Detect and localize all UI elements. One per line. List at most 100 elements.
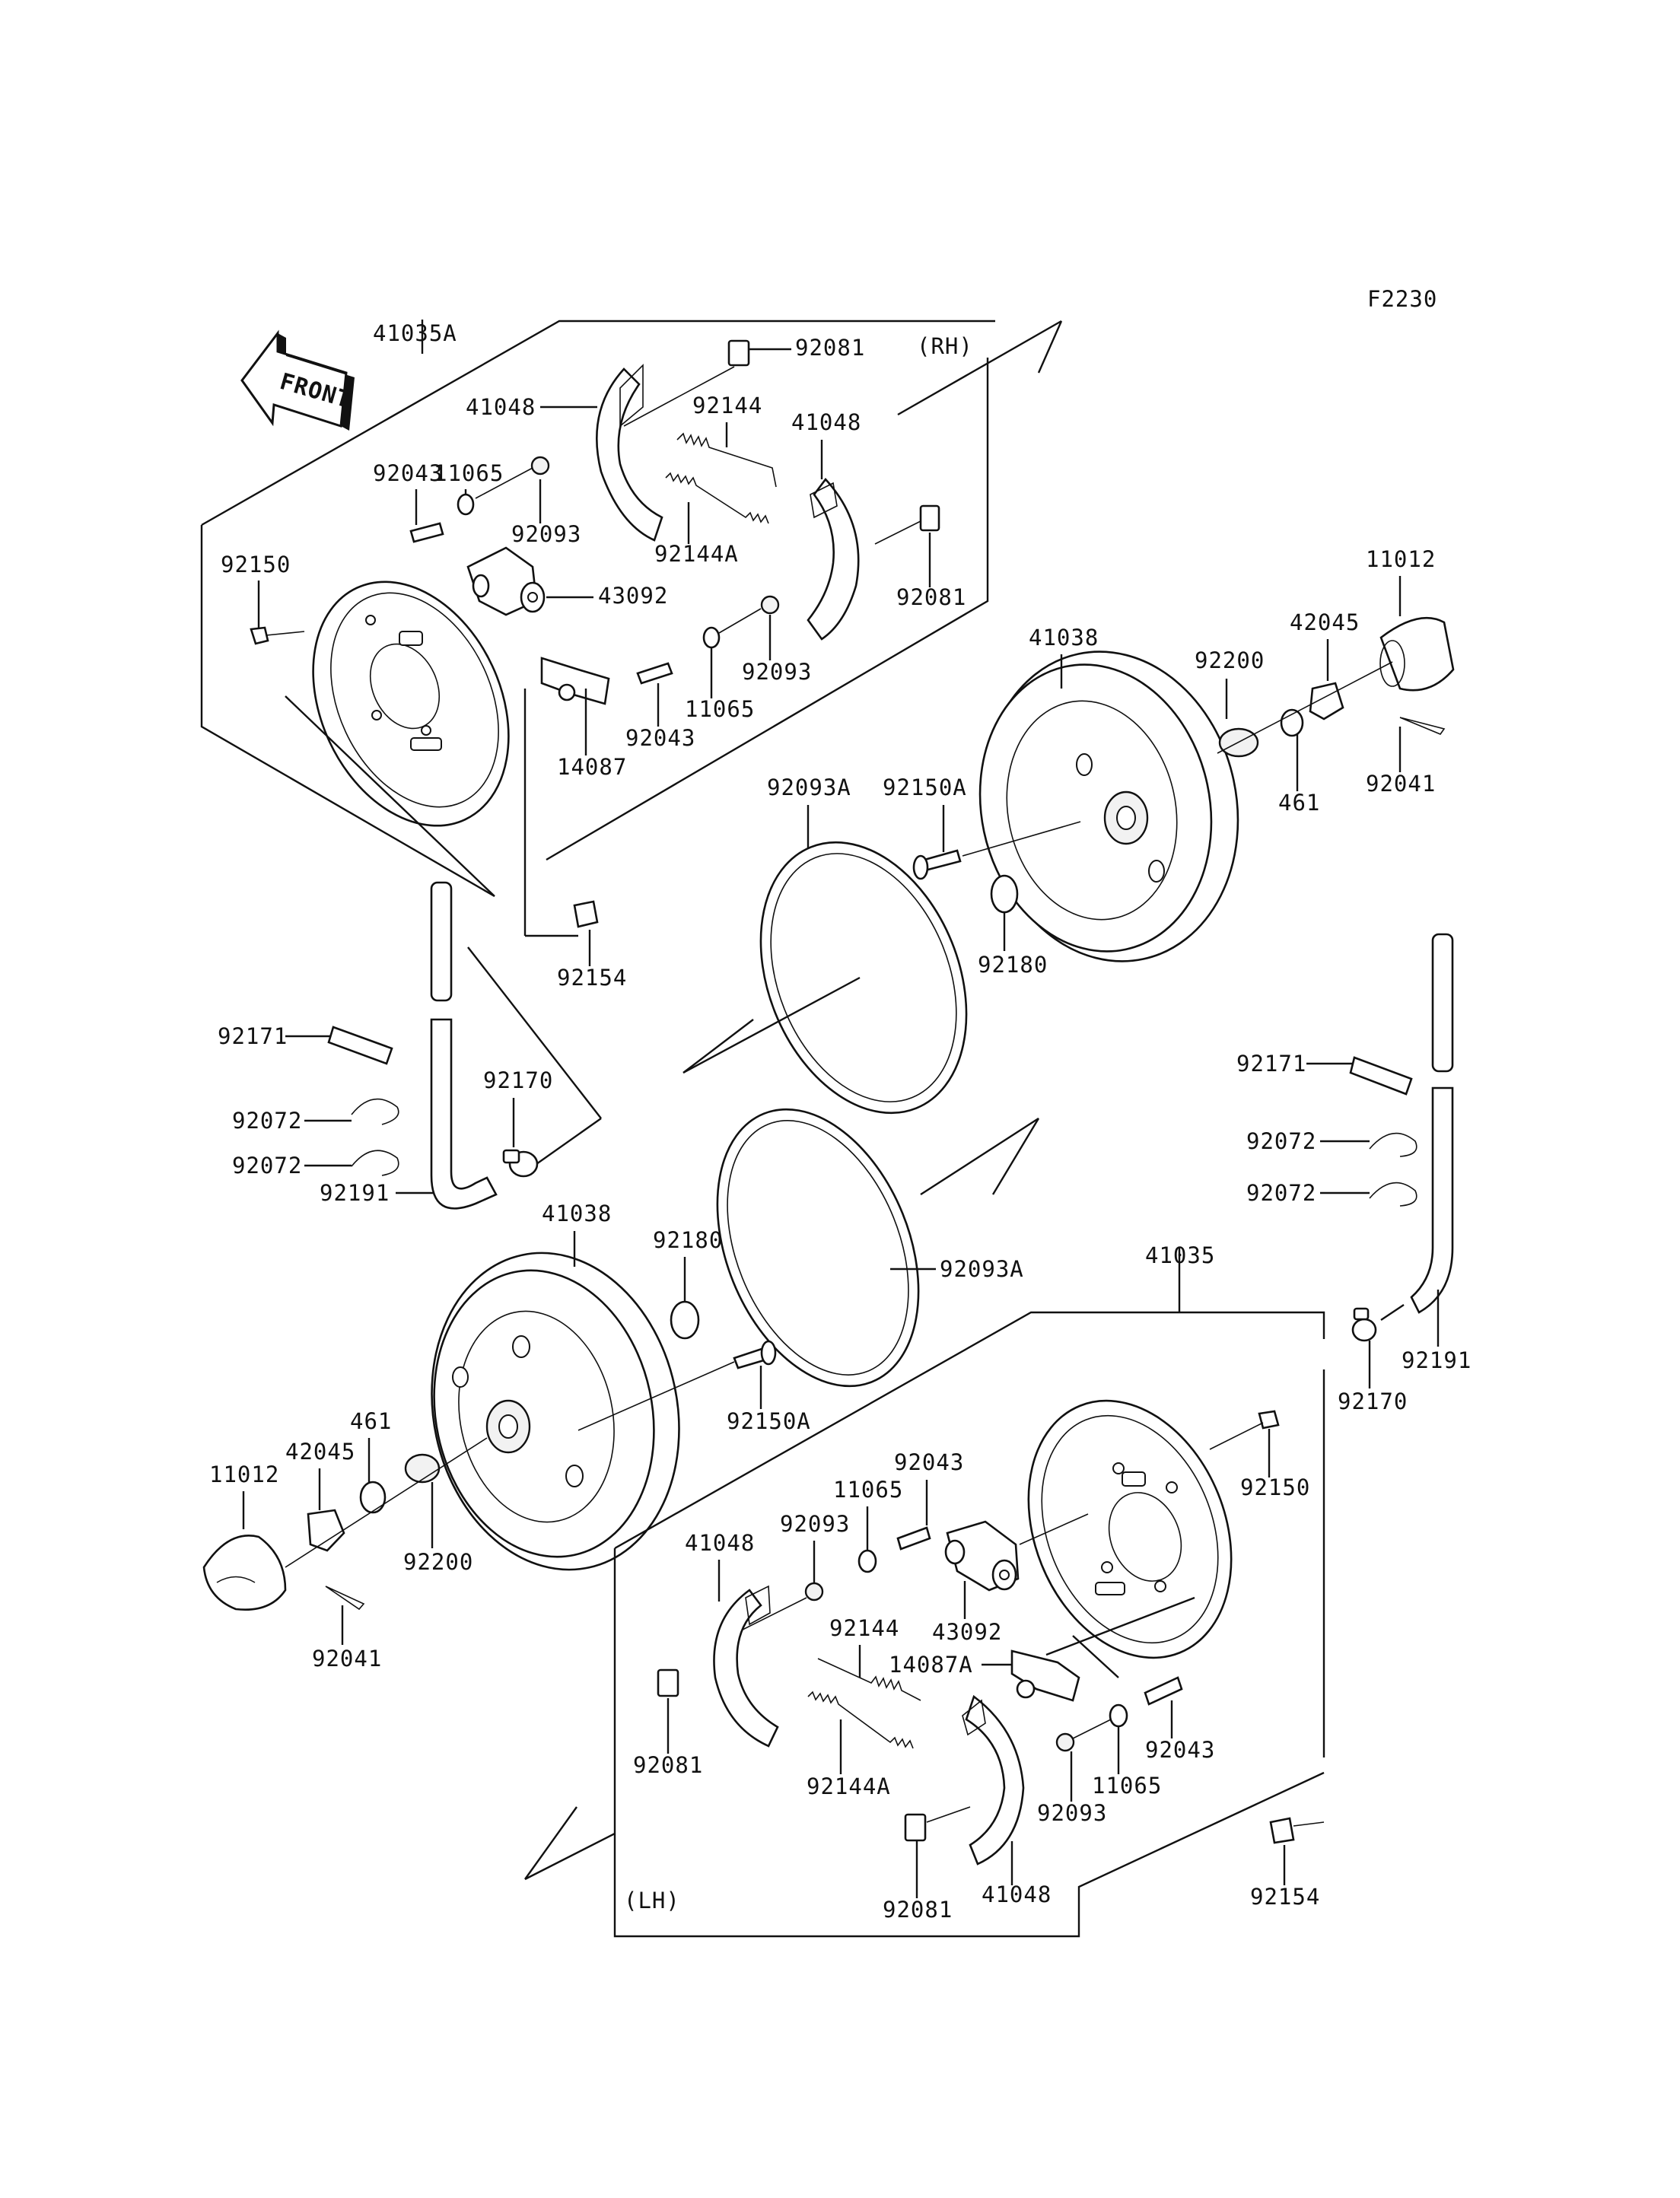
pin-92043-rh-b <box>636 662 673 685</box>
spring-92144-lh <box>817 1658 921 1701</box>
rh-assembly-frame <box>200 320 1063 898</box>
label-92043-lh-b: 92043 <box>1145 1737 1215 1763</box>
bolt-92150-lh <box>1258 1410 1280 1430</box>
label-11065-lh-a: 11065 <box>833 1477 903 1503</box>
label-92154-lh: 92154 <box>1250 1884 1320 1910</box>
label-11012-lh: 11012 <box>209 1462 279 1487</box>
label-11065-rh-b: 11065 <box>685 696 755 722</box>
label-92093-rh-a: 92093 <box>511 521 581 547</box>
wheel-cylinder-43092-lh <box>944 1520 1020 1592</box>
figure-code: F2230 <box>1367 286 1437 312</box>
rh-brake-shoe-left <box>596 364 663 542</box>
oring-92180-lh <box>670 1300 700 1340</box>
bolt-92150-rh <box>250 626 269 645</box>
spring-92144A-rh <box>665 472 769 524</box>
pin-92043-rh-a <box>409 522 444 543</box>
hose-92191-right-upper <box>1431 933 1454 1073</box>
clip-92072-right-a <box>1369 1132 1418 1157</box>
label-43092-rh: 43092 <box>598 583 668 609</box>
rh-brake-shoe-right <box>807 477 860 641</box>
label-92093-lh-b: 92093 <box>1037 1800 1107 1826</box>
label-41035: 41035 <box>1145 1242 1215 1268</box>
label-92170-left: 92170 <box>483 1067 553 1093</box>
label-461-lh: 461 <box>350 1408 392 1434</box>
label-92191-right: 92191 <box>1402 1347 1472 1373</box>
label-92081-lh-bottom: 92081 <box>883 1897 953 1923</box>
label-92072-left-b: 92072 <box>232 1153 302 1179</box>
spring-92144-rh <box>676 432 777 488</box>
label-92171-right: 92171 <box>1236 1051 1306 1077</box>
label-92043-lh-a: 92043 <box>894 1449 964 1475</box>
clamp-92170-right <box>1351 1307 1377 1342</box>
label-92144A-rh: 92144A <box>654 541 739 567</box>
clip-92072-left-a <box>351 1098 399 1125</box>
lh-brake-shoe-left <box>713 1585 779 1748</box>
clip-92072-left-b <box>351 1150 399 1176</box>
label-92200-rh: 92200 <box>1195 647 1265 673</box>
lh-brake-shoe-bottom <box>962 1694 1025 1866</box>
hose-92191-left-upper <box>430 881 453 1002</box>
label-43092-lh: 43092 <box>932 1619 1002 1645</box>
label-92191-left: 92191 <box>320 1180 390 1206</box>
cap-11012-lh <box>202 1535 287 1611</box>
clip-92081-rh-right <box>919 504 940 532</box>
cotter-pin-92041-lh <box>325 1586 365 1611</box>
bolt-92154-lh <box>1269 1817 1295 1844</box>
label-11065-rh-a: 11065 <box>434 460 504 486</box>
label-92144-rh: 92144 <box>692 393 762 418</box>
nut-42045-lh <box>307 1509 345 1552</box>
seal-ring-92093A-lh <box>716 1108 920 1388</box>
oring-92180-rh <box>990 874 1019 914</box>
label-92171-left: 92171 <box>218 1023 288 1049</box>
label-92180-lh: 92180 <box>653 1227 723 1253</box>
clip-92081-lh-bottom <box>904 1813 927 1842</box>
label-461-rh: 461 <box>1278 790 1320 816</box>
label-92093A-rh: 92093A <box>767 775 851 800</box>
label-92072-right-a: 92072 <box>1246 1128 1316 1154</box>
clip-92072-right-b <box>1369 1182 1418 1207</box>
label-92072-left-a: 92072 <box>232 1108 302 1134</box>
washer-11065-rh-b <box>702 626 721 649</box>
label-92093-rh-b: 92093 <box>742 659 812 685</box>
label-11065-lh-b: 11065 <box>1092 1773 1162 1799</box>
nut-42045-rh <box>1309 682 1344 720</box>
bolt-92154-rh <box>573 900 599 928</box>
label-92043-rh-a: 92043 <box>373 460 443 486</box>
label-92081-lh-left: 92081 <box>633 1752 703 1778</box>
label-41048-rh-left: 41048 <box>466 394 536 420</box>
wheel-cylinder-43092-rh <box>466 546 546 616</box>
label-92150-lh: 92150 <box>1240 1474 1310 1500</box>
label-92093A-lh: 92093A <box>940 1256 1024 1282</box>
washer-92093-rh-a <box>530 456 550 476</box>
label-41038-rh: 41038 <box>1029 625 1099 650</box>
rh-side-label: (RH) <box>917 333 973 359</box>
label-92081-rh-top: 92081 <box>795 335 865 361</box>
lh-side-label: (LH) <box>624 1888 680 1913</box>
lh-backing-plate <box>1027 1399 1233 1659</box>
strap-92171-left <box>327 1026 393 1065</box>
washer-92200-lh <box>404 1453 441 1484</box>
seal-ring-92093A-rh <box>759 841 968 1115</box>
front-arrow-icon: FRONT <box>240 329 355 431</box>
label-92154-rh: 92154 <box>557 965 627 991</box>
label-11012-rh: 11012 <box>1366 546 1436 572</box>
label-92150A-lh: 92150A <box>727 1408 811 1434</box>
label-92043-rh-b: 92043 <box>625 725 695 751</box>
label-41048-rh-right: 41048 <box>791 409 861 435</box>
label-41035A: 41035A <box>373 320 457 346</box>
pin-92043-lh-a <box>896 1526 931 1551</box>
label-42045-rh: 42045 <box>1290 609 1360 635</box>
label-92093-lh-a: 92093 <box>780 1511 850 1537</box>
label-92041-lh: 92041 <box>312 1646 382 1672</box>
label-14087A: 14087A <box>889 1652 973 1678</box>
label-92144-lh: 92144 <box>829 1615 899 1641</box>
cap-11012-rh <box>1379 616 1455 692</box>
plate-14087-rh <box>540 657 610 705</box>
label-92144A-lh: 92144A <box>807 1773 891 1799</box>
spring-92144A-lh <box>807 1691 914 1749</box>
washer-92093-lh-b <box>1055 1732 1075 1752</box>
hose-92191-right-lower <box>1410 1086 1454 1314</box>
label-92150-rh: 92150 <box>221 552 291 577</box>
label-92150A-rh: 92150A <box>883 775 967 800</box>
